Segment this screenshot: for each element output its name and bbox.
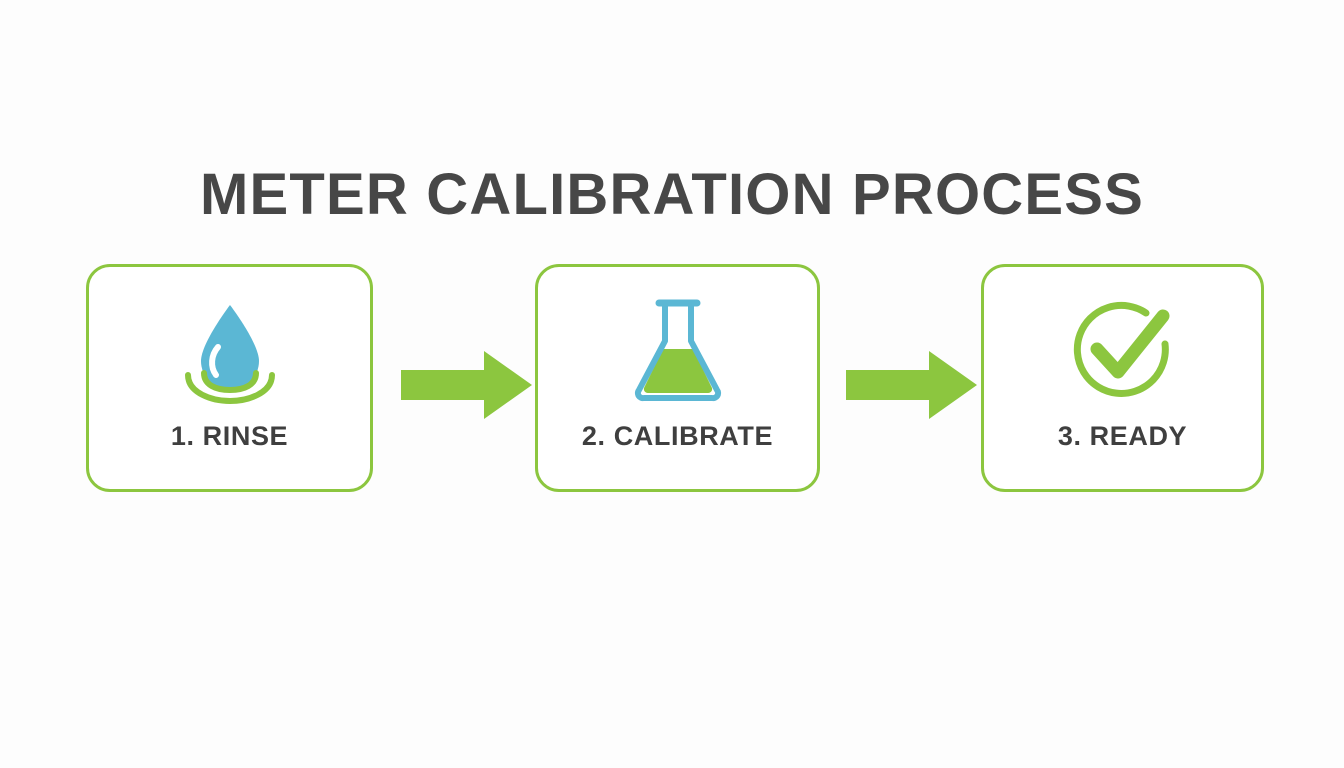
arrow-step-1-to-2 <box>401 351 532 419</box>
water-droplet-ripple-icon <box>171 289 289 407</box>
process-flow-row: 1. RINSE 2. CALIBRATE <box>86 264 1264 492</box>
step-card-ready[interactable]: 3. READY <box>981 264 1264 492</box>
step-card-calibrate[interactable]: 2. CALIBRATE <box>535 264 820 492</box>
check-circle-icon <box>1064 289 1182 407</box>
step-card-rinse[interactable]: 1. RINSE <box>86 264 373 492</box>
step-label-rinse: 1. RINSE <box>170 421 289 451</box>
erlenmeyer-flask-icon <box>619 289 737 407</box>
step-label-ready: 3. READY <box>1057 421 1188 451</box>
arrow-step-2-to-3 <box>846 351 977 419</box>
page-title: METER CALIBRATION PROCESS <box>199 162 1145 227</box>
step-label-calibrate: 2. CALIBRATE <box>581 421 774 451</box>
